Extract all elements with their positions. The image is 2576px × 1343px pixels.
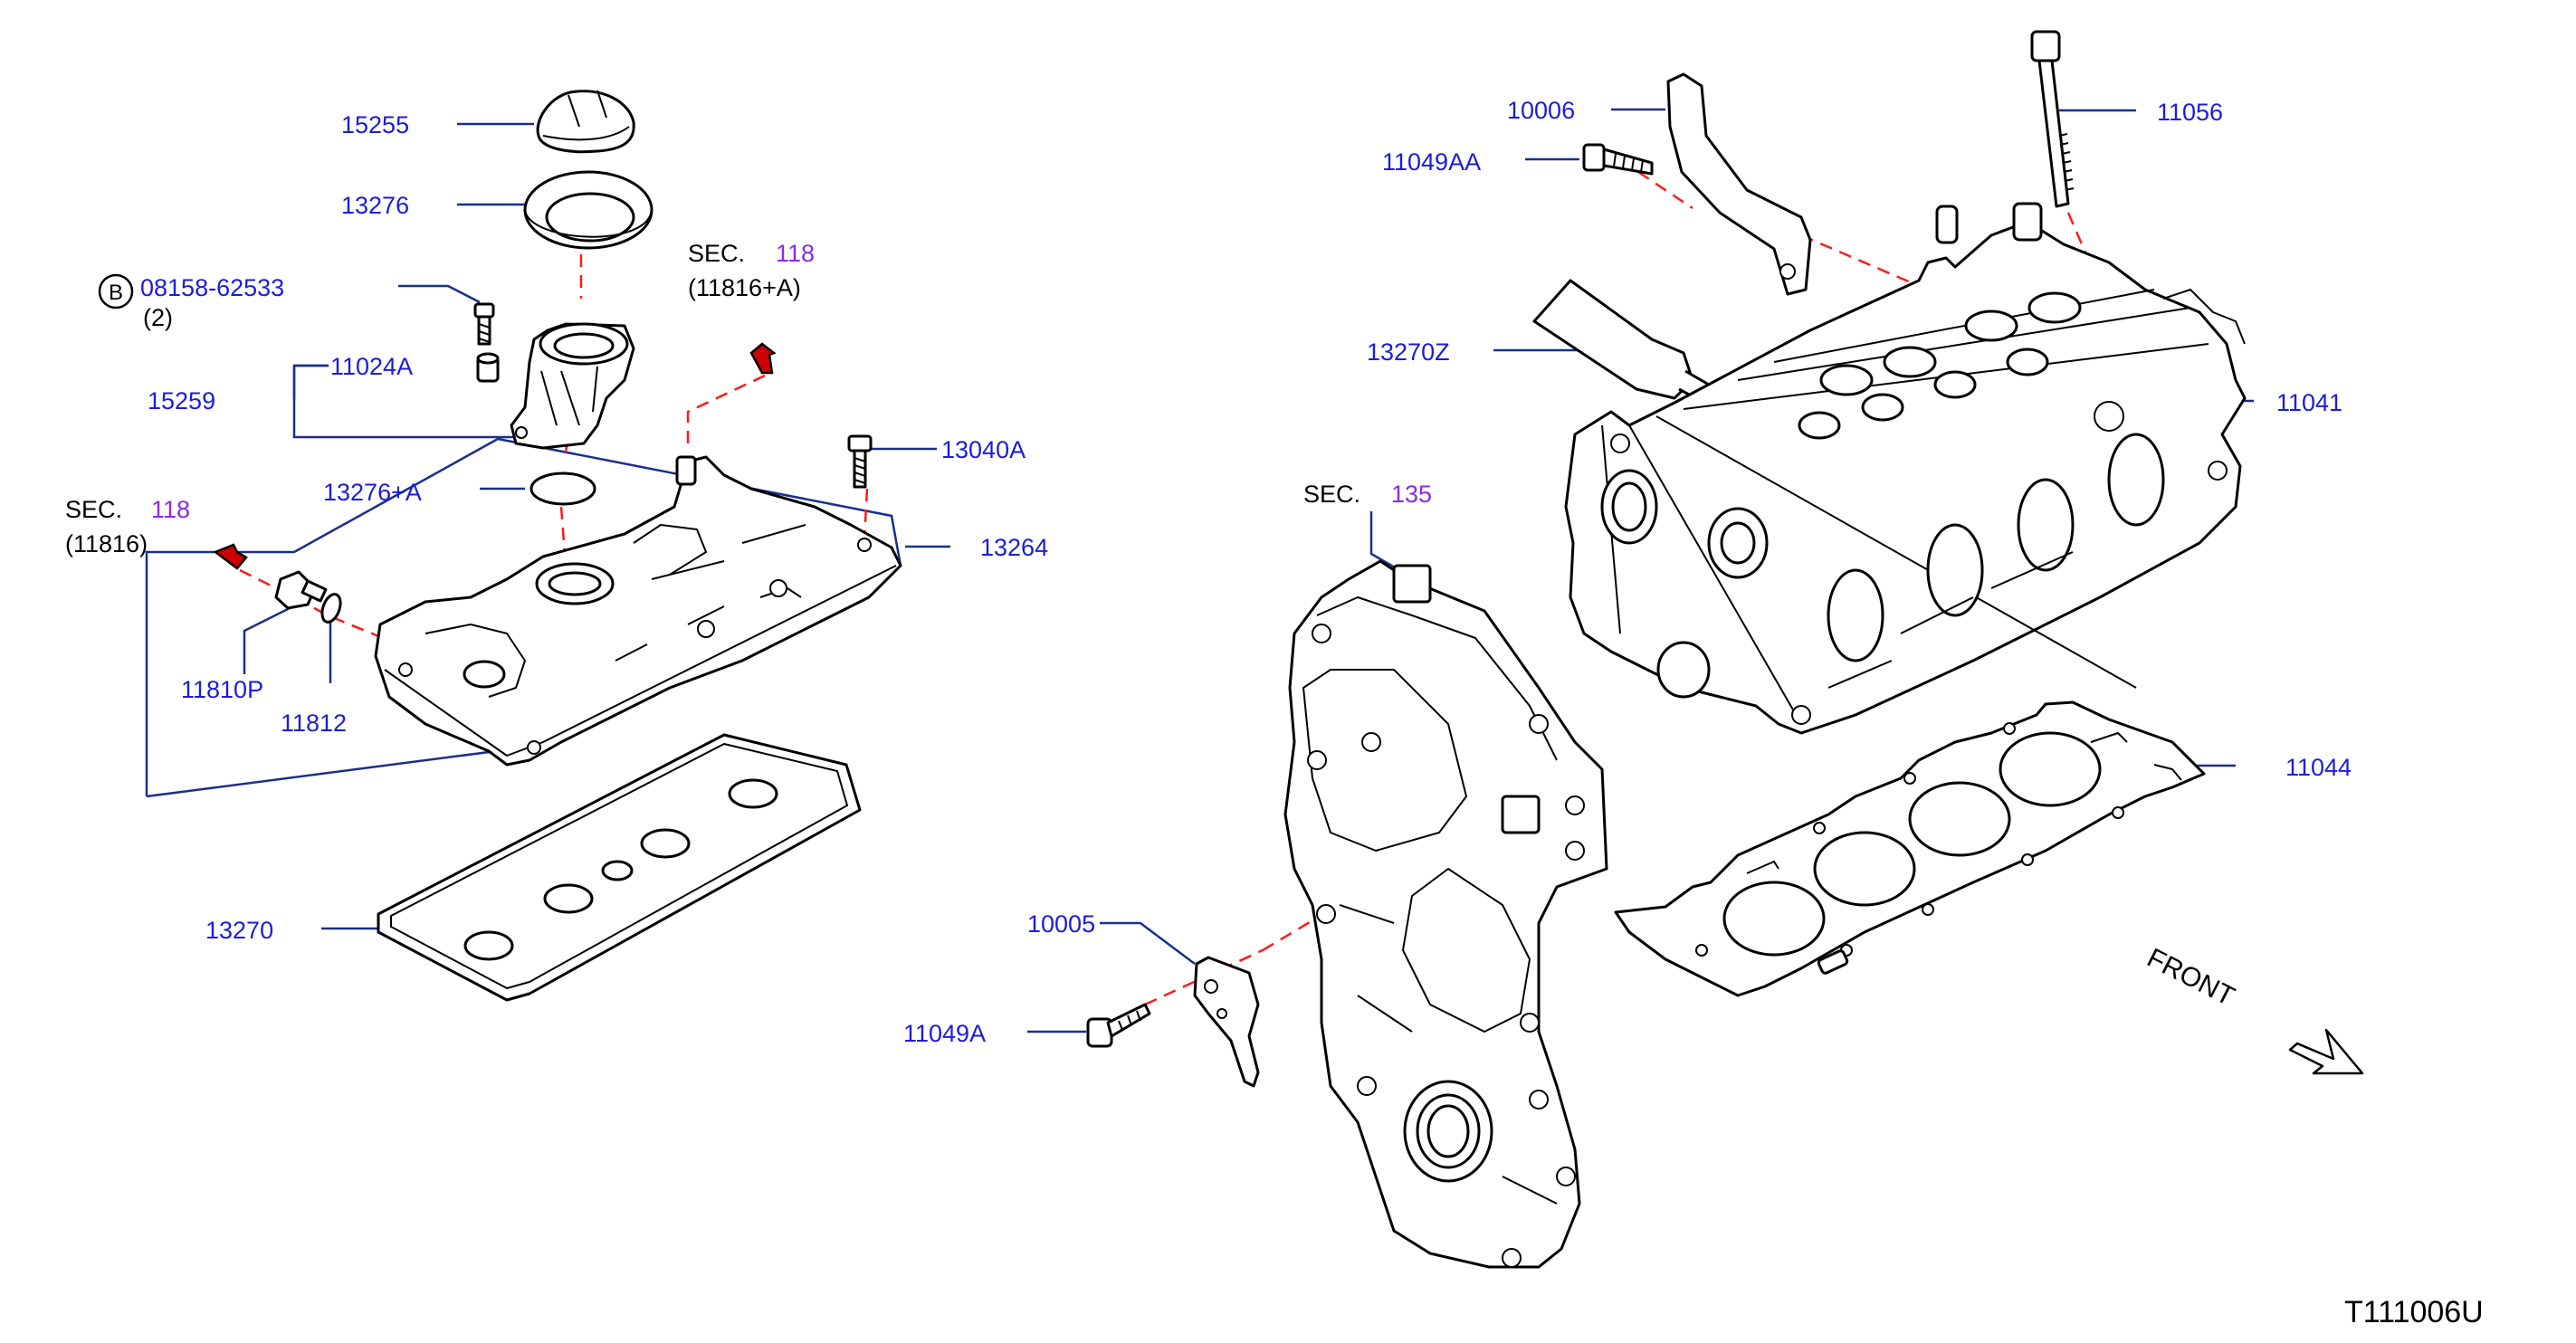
callout-11041: 11041: [2276, 389, 2342, 416]
oil-filler-neck-15259: [510, 322, 635, 450]
callout-11812: 11812: [281, 710, 347, 737]
sec-arrow-left-icon: [213, 543, 248, 570]
bolt-11049A: [1086, 1003, 1151, 1048]
bolt-13040A: [847, 434, 873, 489]
lifting-bracket-10006: [1666, 72, 1812, 296]
sec-b-word: SEC.: [65, 496, 122, 523]
oil-filler-cap-15255: [536, 90, 635, 154]
callout-08158-62533: 08158-62533: [140, 274, 284, 301]
sec-b-number: 118: [151, 496, 190, 523]
callout-13270Z: 13270Z: [1367, 338, 1450, 366]
sec-a-word: SEC.: [688, 240, 745, 267]
sec-c-number: 135: [1391, 481, 1432, 508]
bolt-11049AA: [1582, 143, 1654, 176]
callout-10005: 10005: [1027, 910, 1095, 938]
liquid-gasket-tube-13270Z: [1532, 279, 1722, 409]
callout-10006: 10006: [1507, 97, 1575, 124]
seal-13276: [523, 170, 654, 250]
o-ring-13276A: [530, 471, 596, 506]
head-bolt-11056: [2030, 30, 2075, 208]
cylinder-head-11041: [1564, 202, 2247, 735]
head-gasket-11044: [1614, 700, 2206, 997]
sec-a-number: 118: [776, 240, 815, 267]
section-references: SEC. 118 (11816+A) SEC. 118 (11816) SEC.…: [65, 240, 1432, 557]
callout-labels: 15255 13276 B 08158-62533 (2) 11024A 152…: [98, 97, 2352, 1047]
sec-b-sub: (11816): [65, 530, 148, 557]
sec-c-word: SEC.: [1303, 481, 1360, 508]
lifting-bracket-10005: [1193, 956, 1260, 1088]
callout-13276A: 13276+A: [323, 479, 422, 506]
callout-11044: 11044: [2285, 754, 2352, 781]
callout-11049AA: 11049AA: [1382, 148, 1481, 176]
callout-13276: 13276: [341, 192, 409, 219]
callout-13040A: 13040A: [941, 436, 1026, 463]
sec-arrow-up-icon: [749, 342, 777, 375]
pcv-valve-11810P: [274, 570, 328, 610]
callout-11056: 11056: [2157, 99, 2223, 126]
o-ring-11812: [320, 593, 342, 624]
callout-15255: 15255: [341, 111, 409, 138]
callout-15259: 15259: [148, 387, 215, 414]
timing-cover: [1283, 559, 1608, 1269]
callout-13270: 13270: [205, 917, 273, 944]
callout-11024A: 11024A: [330, 353, 413, 380]
callout-11049A: 11049A: [903, 1020, 986, 1047]
rocker-cover-13264: [374, 455, 902, 767]
spacer-11024A: [476, 352, 500, 383]
rocker-cover-gasket-13270: [377, 733, 862, 1002]
callout-11810P: 11810P: [181, 676, 263, 703]
bolt-08158: [473, 302, 495, 346]
drawing-id: T111006U: [2344, 1295, 2484, 1329]
bolt-circle-icon: [98, 273, 134, 310]
front-label: FRONT: [2142, 943, 2239, 1012]
front-arrow-icon: [2288, 1028, 2364, 1075]
callout-13264: 13264: [980, 534, 1048, 561]
callout-08158-qty: (2): [143, 304, 173, 331]
sec-a-sub: (11816+A): [688, 274, 801, 301]
bolt-circle-letter: B: [109, 281, 123, 305]
